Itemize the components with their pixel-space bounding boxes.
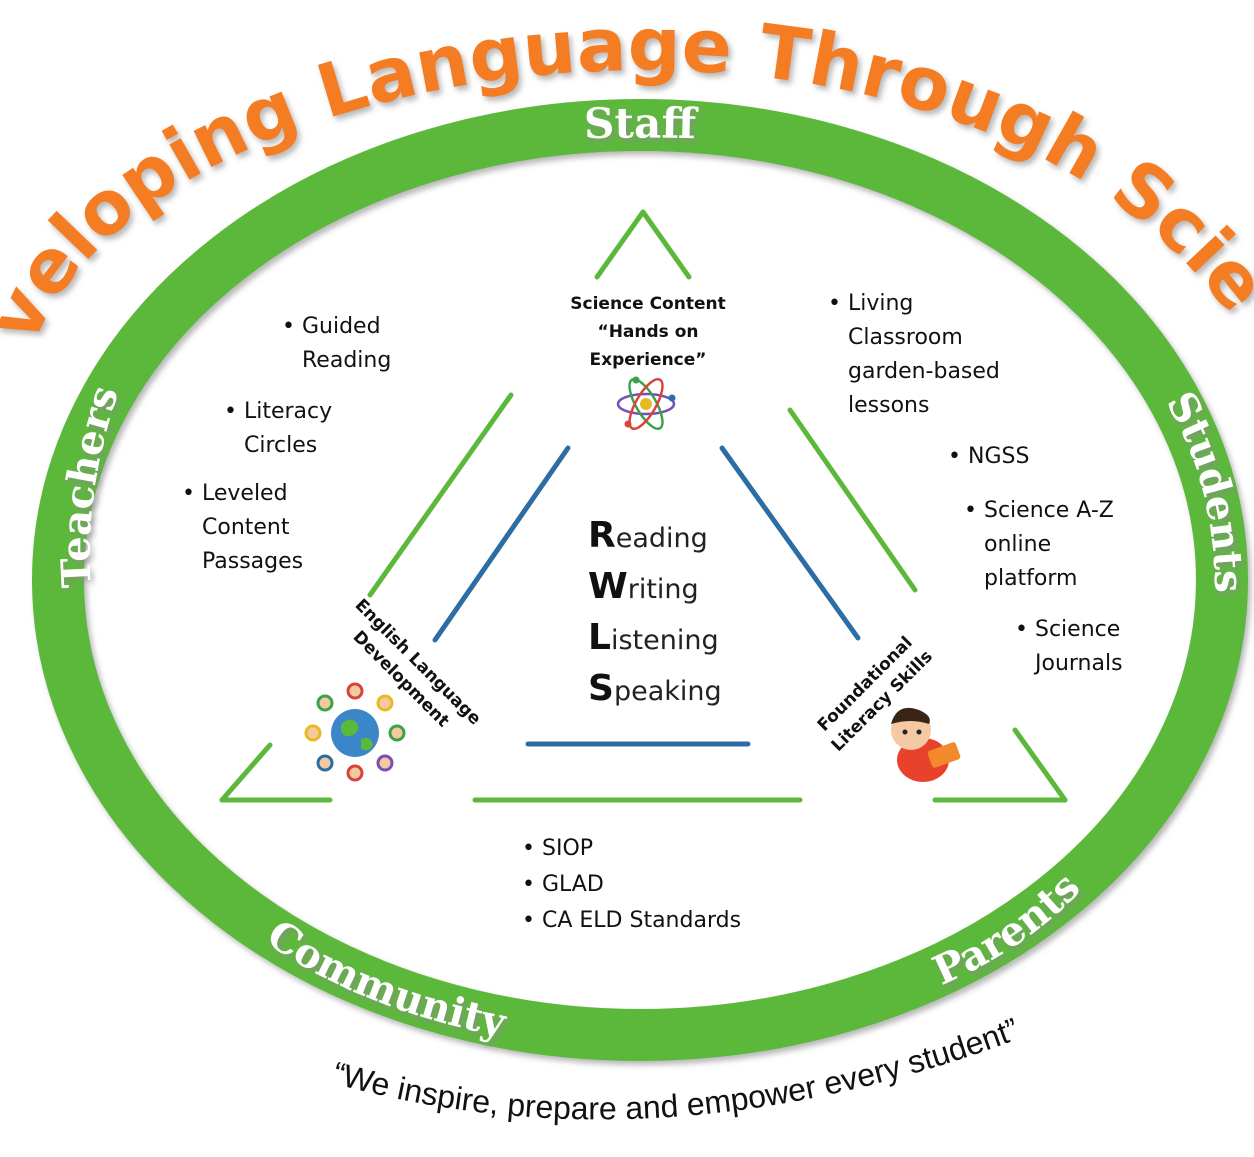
- item-text: CA ELD Standards: [541, 908, 742, 933]
- ring-label-teachers: Teachers: [52, 380, 128, 589]
- inner-triangle: [432, 445, 861, 747]
- center-writing: Writing: [588, 563, 722, 614]
- bottom-list-item-siop: • SIOP: [522, 836, 594, 861]
- ring-label-parents: Parents: [926, 863, 1089, 994]
- globe-children-icon: [304, 682, 406, 782]
- bullet-literacy-line1: • Literacy: [224, 399, 333, 424]
- right-list-item-science-az: • Science A-Z online platform: [964, 494, 1114, 596]
- left-list-item-literacy-circles: • Literacy Circles: [224, 395, 332, 463]
- bullet-journals-line2: Journals: [1035, 651, 1123, 676]
- bottom-list-item-glad: • GLAD: [522, 872, 604, 897]
- reading-cap: R: [588, 515, 616, 556]
- center-reading: Reading: [588, 512, 722, 563]
- speaking-rest: peaking: [613, 676, 722, 707]
- bullet-leveled-line1: • Leveled: [182, 481, 288, 506]
- item-text: GLAD: [541, 872, 604, 897]
- bullet-literacy-line2: Circles: [244, 433, 318, 458]
- item-text: Leveled: [201, 481, 288, 506]
- bottom-list-item-ca-eld: • CA ELD Standards: [522, 908, 742, 933]
- corner-science-line2: “Hands on: [597, 322, 699, 342]
- right-list-item-living-classroom: • Living Classroom garden-based lessons: [828, 287, 1000, 423]
- item-text: Science A-Z: [983, 498, 1114, 523]
- item-text: Living: [847, 291, 914, 316]
- bullet-guided-line1: • Guided: [282, 314, 381, 339]
- right-list-item-ngss: • NGSS: [948, 440, 1029, 474]
- bullet-leveled-line2: Content: [202, 515, 290, 540]
- outer-triangle: [219, 209, 1068, 803]
- bullet-living-line3: garden-based: [848, 359, 1000, 384]
- bullet-guided-line2: Reading: [302, 348, 392, 373]
- corner-science-line1: Science Content: [570, 294, 726, 314]
- bottom-list: • SIOP • GLAD • CA ELD Standards: [522, 831, 741, 939]
- left-list-item-guided-reading: • Guided Reading: [282, 310, 391, 378]
- atom-icon: [616, 376, 676, 431]
- right-list-item-science-journals: • Science Journals: [1015, 613, 1123, 681]
- item-text: Guided: [301, 314, 381, 339]
- bullet-scienceaz-line3: platform: [984, 566, 1078, 591]
- writing-rest: riting: [627, 574, 699, 605]
- left-list-item-leveled-passages: • Leveled Content Passages: [182, 477, 303, 579]
- corner-label-science-content: Science Content “Hands on Experience”: [548, 290, 748, 374]
- item-text: Literacy: [243, 399, 333, 424]
- reading-rest: eading: [615, 523, 708, 554]
- center-listening: Listening: [588, 614, 722, 665]
- outer-ring: [32, 99, 1248, 1061]
- writing-cap: W: [588, 566, 628, 607]
- bullet-leveled-line3: Passages: [202, 549, 304, 574]
- child-reading-icon: [891, 707, 961, 782]
- center-speaking: Speaking: [588, 665, 722, 716]
- listening-cap: L: [588, 617, 611, 658]
- bullet-living-line1: • Living: [828, 291, 914, 316]
- center-rwls: Reading Writing Listening Speaking: [588, 512, 722, 716]
- ring-label-community: Community: [259, 911, 512, 1047]
- bullet-scienceaz-line1: • Science A-Z: [964, 498, 1114, 523]
- listening-rest: istening: [610, 625, 719, 656]
- speaking-cap: S: [588, 668, 614, 709]
- bullet-journals-line1: • Science: [1015, 617, 1121, 642]
- bullet-living-line2: Classroom: [848, 325, 963, 350]
- bullet-scienceaz-line2: online: [984, 532, 1052, 557]
- item-text: NGSS: [967, 444, 1030, 469]
- corner-science-line3: Experience”: [589, 350, 707, 370]
- item-text: Science: [1034, 617, 1121, 642]
- bullet-ngss-line1: • NGSS: [948, 444, 1030, 469]
- ring-label-staff: Staff: [583, 98, 699, 148]
- bullet-living-line4: lessons: [848, 393, 930, 418]
- item-text: SIOP: [541, 836, 594, 861]
